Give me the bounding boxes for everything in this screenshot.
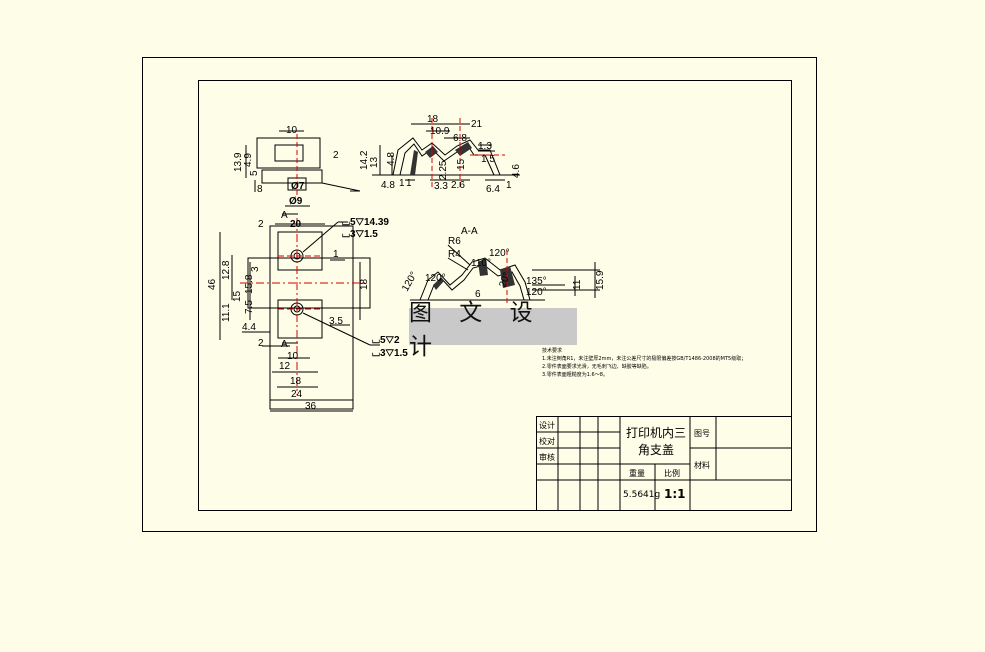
title-row-approve: 审核 xyxy=(539,453,555,462)
title-block-grid xyxy=(536,416,792,511)
top-left-dim: 8 xyxy=(257,184,263,195)
bore-inner-label: Ø7 xyxy=(291,181,305,192)
plan-right-dim: 3.5 xyxy=(329,316,343,327)
section-dim: 11 xyxy=(572,279,583,290)
section-mark-lower: A xyxy=(281,339,288,350)
angle-label: 135° xyxy=(526,276,547,287)
angle-label: 120° xyxy=(400,270,420,293)
angle-label: 20° xyxy=(497,271,513,289)
top-view-slot xyxy=(274,144,304,162)
plan-right-dim: 18 xyxy=(359,278,370,290)
front-right-dim: 4.6 xyxy=(511,164,522,178)
title-row-check: 校对 xyxy=(539,437,555,446)
plan-bottom-dim: 2 xyxy=(258,338,264,349)
top-width-label: 10 xyxy=(286,125,298,136)
section-mark-upper: A xyxy=(281,210,288,221)
front-width-label: 6.8 xyxy=(453,133,467,144)
front-width-label: 10.9 xyxy=(430,126,450,137)
angle-label: 120° xyxy=(526,287,547,298)
front-bottom-dim: 2.6 xyxy=(451,180,465,191)
plan-view-body xyxy=(269,225,354,410)
angle-label: 110° xyxy=(471,258,491,269)
part-name: 打印机内三角支盖 xyxy=(625,426,686,457)
plan-top-dim: 20 xyxy=(290,219,302,230)
section-dim: 6 xyxy=(475,289,481,300)
top-right-dim: 2 xyxy=(333,150,339,161)
technical-notes: 技术要求 1.未注倒角R1，未注壁厚2mm，未注公差尺寸的极限偏差按GB/T14… xyxy=(542,347,746,379)
mass-value: 5.5641g xyxy=(623,490,661,500)
plan-left-dim: 15 xyxy=(232,290,243,302)
front-bottom-dim: 1 xyxy=(506,180,512,191)
watermark: 图 文 设 计 xyxy=(409,300,577,360)
plan-view-lower-boss xyxy=(277,299,323,339)
mass-label: 重量 xyxy=(629,469,645,478)
front-left-dim: 13 xyxy=(369,156,380,168)
plan-left-dim: 12.8 xyxy=(221,260,232,280)
plan-left-dim: 46 xyxy=(207,278,218,290)
drawing-border-outer xyxy=(142,57,817,532)
radius-label: R4 xyxy=(448,249,461,260)
top-left-dim: 13.9 xyxy=(233,152,244,172)
front-bottom-dim: 6.4 xyxy=(486,184,500,195)
title-block xyxy=(536,416,792,511)
title-row-design: 设计 xyxy=(539,421,555,430)
front-left-dim: 4.8 xyxy=(381,180,395,191)
top-view-base xyxy=(261,169,323,184)
plan-left-dim: 15.8 xyxy=(244,274,255,294)
front-width-label: 21 xyxy=(471,119,483,130)
radius-label: R6 xyxy=(448,236,461,247)
plan-left-dim: 7.5 xyxy=(244,300,255,314)
front-bottom-dim: 1 xyxy=(399,178,405,189)
plan-right-dim: 1 xyxy=(333,249,339,260)
scale-value: 1:1 xyxy=(664,487,686,501)
top-left-dim: 4.9 xyxy=(243,153,254,167)
front-view-outline xyxy=(392,137,520,176)
bore-outer-label: Ø9 xyxy=(289,196,303,207)
plan-bottom-dim: 24 xyxy=(291,389,303,400)
plan-bottom-dim: 4.4 xyxy=(242,322,256,333)
hole-callout: ⌴3▽1.5 xyxy=(342,229,378,240)
hole-callout: ⌴5▽14.39 xyxy=(342,217,389,228)
front-middle-dim: 15 xyxy=(456,158,467,170)
material-label: 材料 xyxy=(694,461,710,470)
scale-label: 比例 xyxy=(664,469,680,478)
front-width-label: 1.5 xyxy=(481,154,495,165)
section-aa-outline xyxy=(419,257,531,301)
notes-line: 2.零件表面要求光滑，无毛刺飞边、缺胶等缺陷。 xyxy=(542,364,652,370)
plan-top-dim: 2 xyxy=(258,219,264,230)
plan-view-upper-boss xyxy=(277,231,323,271)
front-left-dim: 14.2 xyxy=(359,150,370,170)
notes-heading: 技术要求 xyxy=(542,348,563,354)
notes-line: 1.未注倒角R1，未注壁厚2mm，未注公差尺寸的极限偏差按GB/T1486-20… xyxy=(542,356,747,362)
top-left-dim: 5 xyxy=(249,170,260,176)
front-width-label: 1.3 xyxy=(478,141,492,152)
angle-label: 120° xyxy=(489,248,510,259)
front-middle-dim: 2.25 xyxy=(438,160,449,180)
plan-bottom-dim: 36 xyxy=(305,401,317,412)
section-title: A-A xyxy=(461,226,478,237)
top-view-body xyxy=(256,137,321,169)
angle-label: 120° xyxy=(425,273,446,284)
section-dim: 15.9 xyxy=(595,270,606,290)
plan-bottom-dim: 18 xyxy=(290,376,302,387)
plan-left-dim: 11.1 xyxy=(221,303,232,322)
plan-bottom-dim: 12 xyxy=(279,361,291,372)
front-bottom-dim: 3.3 xyxy=(434,181,448,192)
drawing-no-label: 图号 xyxy=(694,429,710,438)
hole-callout: ⌴3▽1.5 xyxy=(372,348,408,359)
drawing-border-inner xyxy=(198,80,792,511)
notes-line: 3.零件表面粗糙度为1.6～8。 xyxy=(542,372,608,378)
front-bottom-dim: 1 xyxy=(406,178,412,189)
front-width-label: 18 xyxy=(427,114,439,125)
plan-bottom-dim: 10 xyxy=(287,351,299,362)
front-left-dim: 4.8 xyxy=(386,152,397,166)
plan-left-dim: 3 xyxy=(250,266,261,272)
hole-callout: ⌴5▽2 xyxy=(372,335,400,346)
